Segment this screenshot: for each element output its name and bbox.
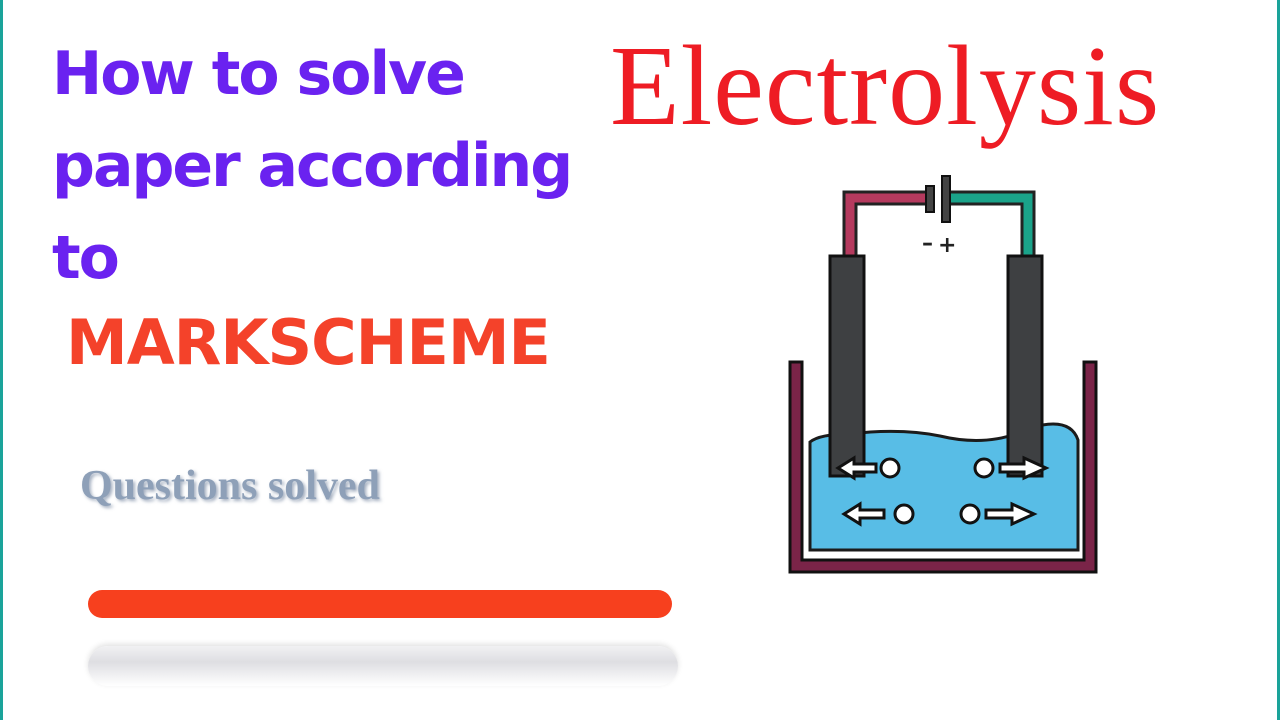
right-wire: [948, 190, 1036, 260]
red-decorative-bar: [88, 590, 672, 618]
markscheme-label: MARKSCHEME: [66, 306, 551, 379]
gray-decorative-bar: [88, 646, 678, 686]
container: [788, 360, 1098, 574]
ion-right-arrow-icon: [959, 501, 1038, 527]
electrolysis-title: Electrolysis: [610, 22, 1161, 149]
negative-terminal-label: –: [922, 231, 933, 256]
positive-terminal-label: +: [938, 233, 956, 258]
anode: [1006, 254, 1044, 478]
headline-line-1: How to solve: [52, 39, 466, 109]
ion-left-arrow-icon: [835, 455, 901, 481]
ion-left-arrow-icon: [841, 501, 915, 527]
questions-solved-label: Questions solved: [80, 463, 380, 509]
headline-line-3: to: [52, 223, 120, 293]
headline-line-2: paper according: [52, 131, 573, 201]
headline: How to solve paper according to: [52, 28, 573, 304]
ion-right-arrow-icon: [973, 455, 1050, 481]
electrolysis-diagram: – +: [788, 175, 1098, 574]
battery-icon: [925, 175, 951, 223]
cathode: [828, 254, 866, 478]
left-wire: [842, 190, 925, 264]
